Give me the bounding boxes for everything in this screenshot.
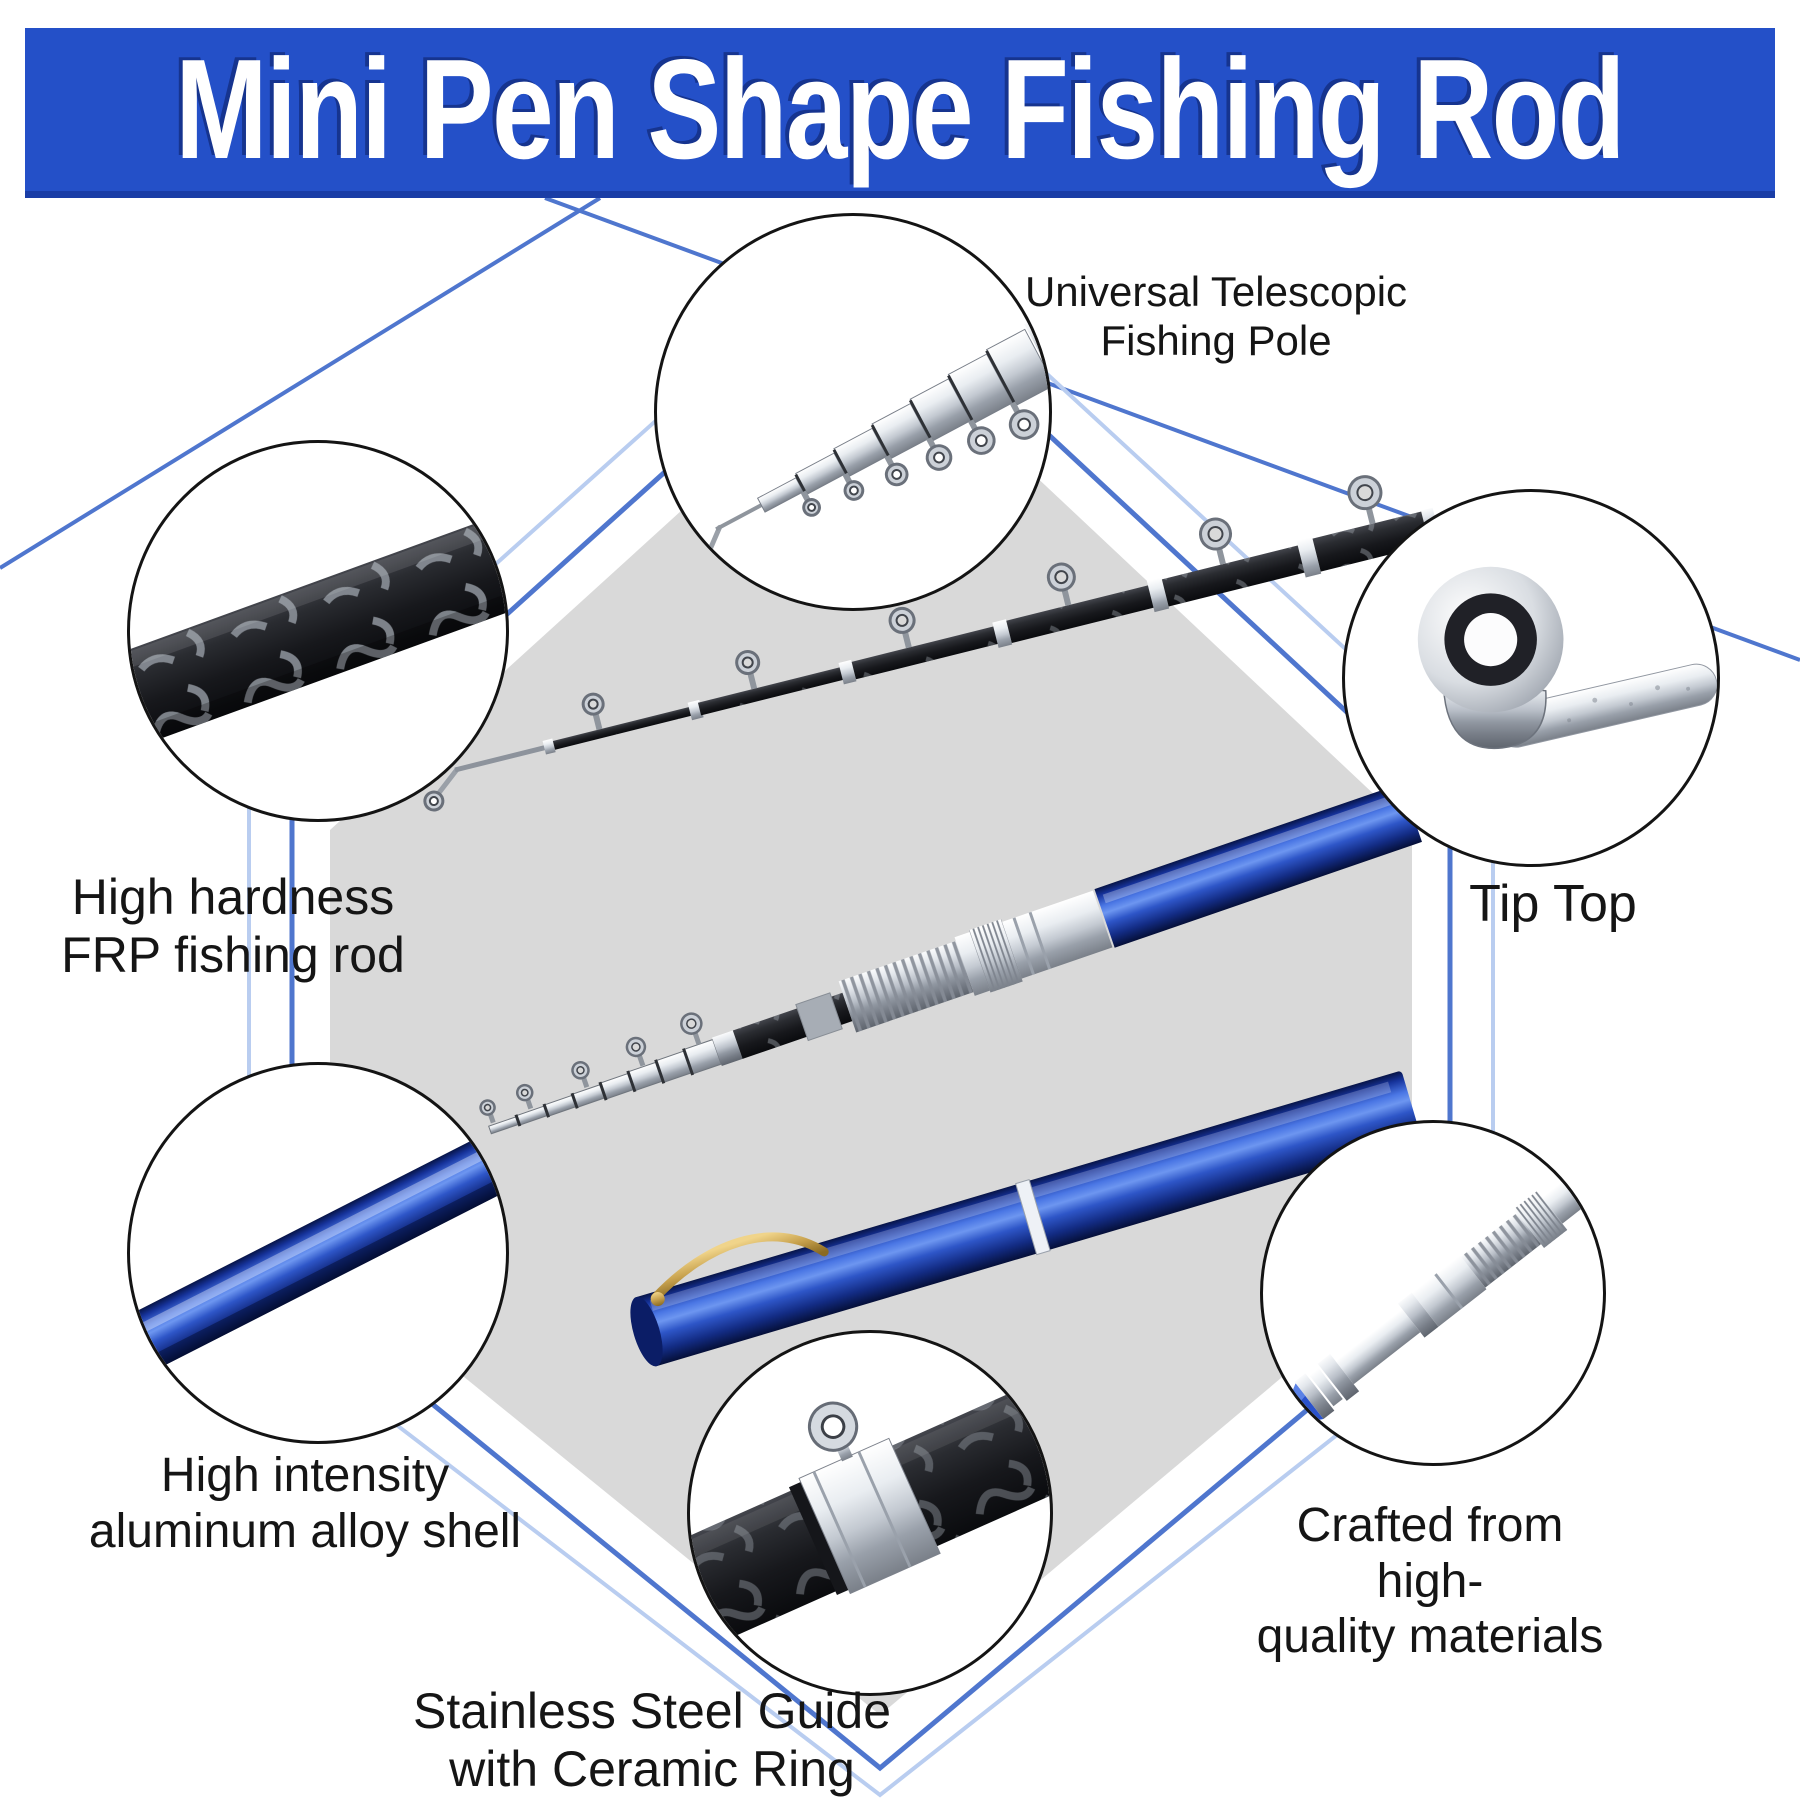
closed-pen-photo	[630, 1071, 1421, 1367]
extended-rod-photo	[423, 475, 1442, 812]
tiptop-photo	[1417, 566, 1717, 750]
pen-silver-band	[1015, 1179, 1051, 1256]
pen-gold-clip	[650, 1232, 829, 1303]
label-tiptop: Tip Top	[1469, 875, 1637, 933]
label-frp: High hardness FRP fishing rod	[61, 869, 405, 983]
label-telescopic: Universal Telescopic Fishing Pole	[1024, 268, 1408, 364]
aluminum-shell-photo	[130, 1091, 506, 1415]
title-banner: Mini Pen Shape Fishing Rod	[25, 28, 1775, 198]
materials-photo	[1277, 1167, 1602, 1428]
half-open-rod-photo	[479, 783, 1422, 1135]
telescopic-pole-photo	[697, 278, 1049, 568]
rod-guides	[581, 475, 1383, 731]
callout-circle-tiptop	[1342, 489, 1720, 867]
callout-circle-telescopic	[654, 213, 1052, 611]
label-aluminum: High intensity aluminum alloy shell	[88, 1449, 522, 1558]
pen-handle	[1094, 783, 1422, 948]
callout-circle-guide	[687, 1330, 1053, 1696]
callout-circle-frp	[127, 440, 509, 822]
mini-guides	[479, 1012, 703, 1124]
callout-circle-aluminum	[127, 1062, 509, 1444]
label-guide: Stainless Steel Guide with Ceramic Ring	[412, 1683, 892, 1797]
frp-rod-photo	[130, 485, 506, 777]
page-title: Mini Pen Shape Fishing Rod	[175, 29, 1626, 189]
steel-guide-photo	[690, 1359, 1050, 1677]
callout-circle-materials	[1260, 1120, 1606, 1466]
label-materials: Crafted from high- quality materials	[1256, 1499, 1604, 1664]
